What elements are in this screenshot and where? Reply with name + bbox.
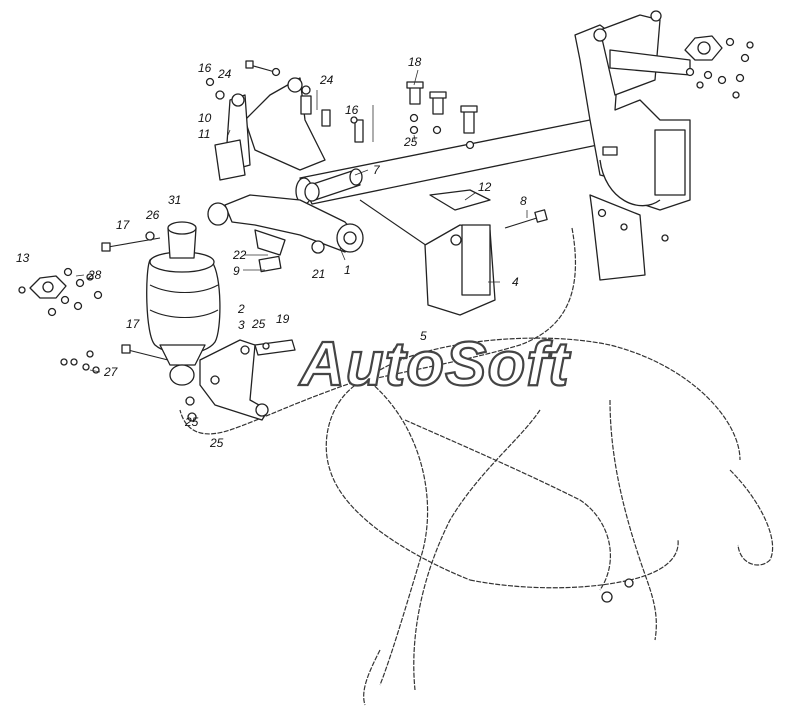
callout-1: 1 [344,263,351,277]
long-bolt [504,209,548,229]
callout-16-lower: 16 [345,103,359,117]
callout-17-upper: 17 [116,218,131,232]
callout-31: 31 [168,193,181,207]
side-bracket [424,189,496,316]
small-hardware [145,60,669,603]
callout-9: 9 [233,264,240,278]
callout-24-right: 24 [319,73,334,87]
callout-26: 26 [145,208,160,222]
callout-24-upper: 24 [217,67,232,81]
callout-25-bottom: 25 [209,436,224,450]
callout-5: 5 [420,329,427,343]
callout-12: 12 [478,180,492,194]
air-hoses [179,227,774,706]
callout-28: 28 [87,268,102,282]
callout-21: 21 [311,267,325,281]
callout-19: 19 [276,312,290,326]
callout-25-bracket: 25 [251,317,266,331]
small-nuts-27 [60,350,100,374]
callout-11: 11 [198,127,210,141]
trailing-arm [207,194,364,273]
air-spring [146,221,221,386]
callout-8: 8 [520,194,527,208]
watermark-text: AutoSoft [298,330,571,399]
callout-25-top: 25 [403,135,418,149]
callout-2: 2 [237,302,245,316]
left-hardware-group [18,267,103,317]
callout-27: 27 [103,365,119,379]
callout-7: 7 [373,163,381,177]
right-axle-end-assembly [574,10,691,281]
callout-13: 13 [16,251,30,265]
lower-bracket-plate [199,339,296,421]
callout-17-lower: 17 [126,317,141,331]
callout-labels: 1 2 3 4 5 7 8 9 10 11 12 13 16 16 17 17 … [16,55,527,450]
callout-22: 22 [232,248,247,262]
bushing [304,168,363,202]
callout-4: 4 [512,275,519,289]
callout-25-left: 25 [184,415,199,429]
upper-bracket [214,77,326,181]
right-hardware-group [684,35,754,99]
callout-3: 3 [238,318,245,332]
callout-16-upper: 16 [198,61,212,75]
leader-lines [75,69,528,373]
callout-10: 10 [198,111,212,125]
callout-18: 18 [408,55,422,69]
